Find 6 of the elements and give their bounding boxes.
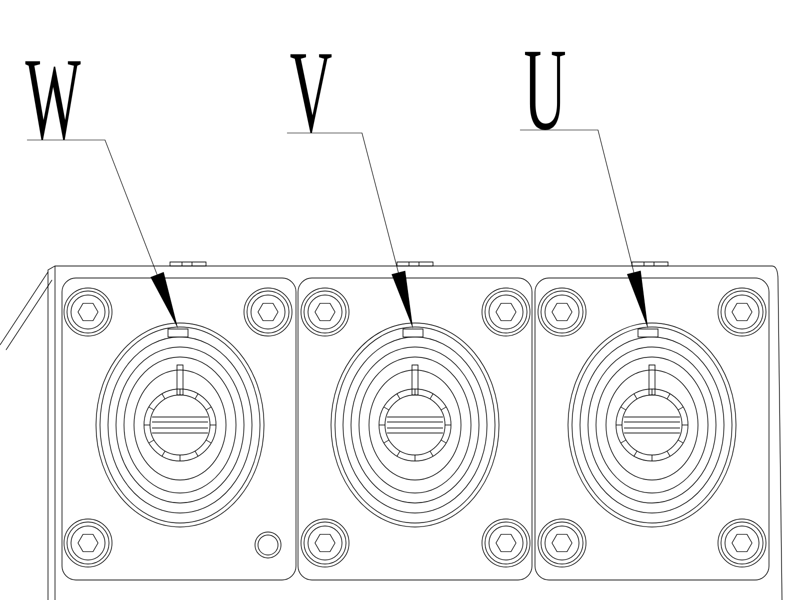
connector-key <box>168 328 188 338</box>
connector-key <box>638 328 658 338</box>
phase-label: W <box>25 61 81 140</box>
phase-label: V <box>290 54 332 133</box>
connector-key <box>402 328 424 338</box>
phase-label: U <box>525 52 565 130</box>
